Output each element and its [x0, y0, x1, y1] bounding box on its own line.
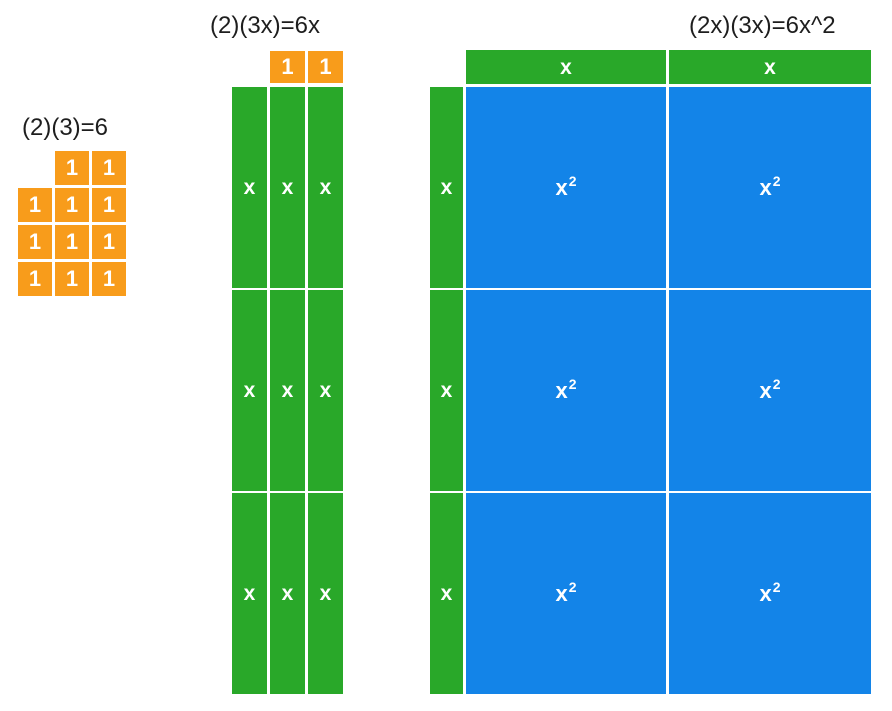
- tile-label: x: [440, 379, 453, 402]
- tile-label: x: [243, 176, 256, 199]
- unit-tile: 1: [308, 51, 343, 83]
- unit-tile: 1: [92, 262, 126, 296]
- tile-label: x: [319, 379, 332, 402]
- x-tile: x: [270, 493, 305, 694]
- x-tile: x: [430, 290, 463, 491]
- tile-label: 1: [65, 155, 79, 180]
- unit-tile: 1: [18, 188, 52, 222]
- x-tile: x: [308, 493, 343, 694]
- x-squared-tile: x2: [466, 290, 666, 491]
- empty-cell: [18, 151, 52, 185]
- unit-tile: 1: [18, 225, 52, 259]
- fig2-x-tile-grid: x x x x x x x x x: [232, 87, 343, 694]
- x-tile: x: [466, 50, 666, 84]
- tile-label: x: [319, 582, 332, 605]
- x-squared-tile: x2: [466, 87, 666, 288]
- x-tile: x: [669, 50, 871, 84]
- fig1-title: (2)(3)=6: [22, 114, 109, 141]
- x-squared-tile: x2: [466, 493, 666, 694]
- tile-label: x: [319, 176, 332, 199]
- fig2-title: (2)(3x)=6x: [210, 12, 321, 39]
- x-tile: x: [308, 290, 343, 491]
- exponent: 2: [568, 375, 577, 392]
- tile-label: 1: [65, 192, 79, 217]
- tile-label: 1: [102, 192, 116, 217]
- exponent: 2: [568, 172, 577, 189]
- x-tile: x: [270, 290, 305, 491]
- tile-label: x: [281, 582, 294, 605]
- x-squared-tile: x2: [669, 493, 871, 694]
- unit-tile: 1: [55, 188, 89, 222]
- tile-label: 1: [281, 54, 294, 79]
- tile-label: 1: [102, 155, 116, 180]
- unit-tile: 1: [270, 51, 305, 83]
- tile-label: 1: [65, 266, 79, 291]
- tile-label: x: [281, 176, 294, 199]
- unit-tile: 1: [92, 225, 126, 259]
- tile-label: x2: [759, 578, 781, 606]
- tile-label: x: [440, 176, 453, 199]
- tile-label: x2: [555, 172, 577, 200]
- x-squared-tile: x2: [669, 290, 871, 491]
- tile-label: 1: [102, 266, 116, 291]
- unit-tile: 1: [55, 225, 89, 259]
- x-tile: x: [430, 493, 463, 694]
- tile-label: 1: [319, 54, 332, 79]
- x-tile: x: [232, 87, 267, 288]
- tile-label: x2: [555, 375, 577, 403]
- tile-label: 1: [28, 192, 42, 217]
- unit-tile: 1: [92, 188, 126, 222]
- fig3-x-squared-grid: x2 x2 x2 x2 x2 x2: [466, 87, 871, 694]
- x-tile: x: [270, 87, 305, 288]
- fig3-title: (2x)(3x)=6x^2: [689, 12, 836, 39]
- tile-label: 1: [65, 229, 79, 254]
- x-tile: x: [232, 493, 267, 694]
- tile-label: x2: [759, 375, 781, 403]
- unit-tile: 1: [92, 151, 126, 185]
- unit-tile: 1: [18, 262, 52, 296]
- tile-label: 1: [28, 229, 42, 254]
- x-tile: x: [308, 87, 343, 288]
- tile-label: x: [560, 55, 572, 79]
- tile-label: x2: [555, 578, 577, 606]
- tile-label: x: [764, 55, 776, 79]
- exponent: 2: [772, 375, 781, 392]
- x-tile: x: [232, 290, 267, 491]
- tile-label: x: [440, 582, 453, 605]
- fig3-x-side-column: x x x: [430, 87, 463, 694]
- unit-tile: 1: [55, 151, 89, 185]
- exponent: 2: [772, 172, 781, 189]
- tile-label: 1: [102, 229, 116, 254]
- tile-label: x2: [759, 172, 781, 200]
- x-tile: x: [430, 87, 463, 288]
- exponent: 2: [772, 578, 781, 595]
- tile-label: 1: [28, 266, 42, 291]
- tile-label: x: [243, 379, 256, 402]
- tile-label: x: [243, 582, 256, 605]
- x-squared-tile: x2: [669, 87, 871, 288]
- exponent: 2: [568, 578, 577, 595]
- tile-label: x: [281, 379, 294, 402]
- unit-tile: 1: [55, 262, 89, 296]
